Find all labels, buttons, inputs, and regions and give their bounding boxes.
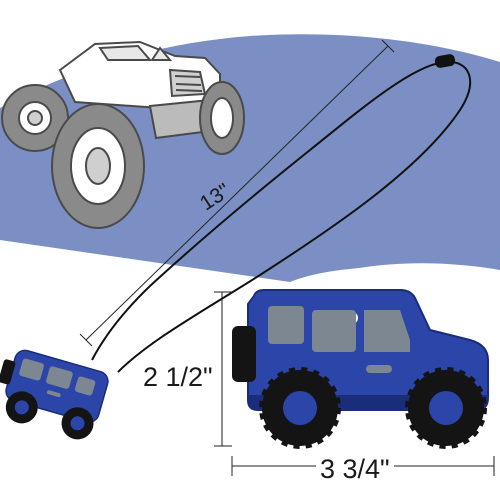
- sketch-front-right-tire: [199, 81, 245, 155]
- monster-truck-sketch-icon: [1, 40, 245, 229]
- small-jeep-teether-icon: [0, 349, 109, 440]
- height-label: 2 1/2": [141, 362, 215, 393]
- jeep-front-tire: [405, 367, 487, 449]
- width-label: 3 3/4": [316, 454, 394, 485]
- length-dimension-line: [79, 39, 395, 347]
- cord: [91, 54, 471, 373]
- sketch-front-left-tire: [51, 103, 145, 229]
- jeep-rear-tire: [259, 367, 341, 449]
- jeep-teether-icon: [232, 289, 489, 449]
- background-wave: [0, 0, 500, 105]
- height-dimension-line: [214, 291, 232, 447]
